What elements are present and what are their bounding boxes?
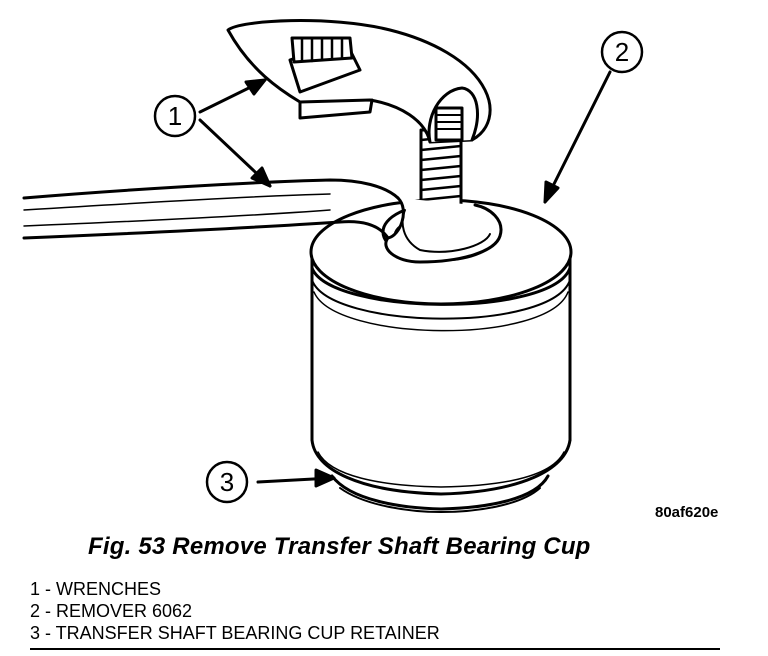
callout-3-leader [256, 468, 336, 488]
legend-item: 1 - WRENCHES [30, 579, 162, 599]
callout-2: 2 [600, 30, 644, 74]
legend-item: 3 - TRANSFER SHAFT BEARING CUP RETAINER [30, 623, 440, 643]
callout-3: 3 [205, 460, 249, 504]
callout-1-number: 1 [168, 101, 182, 131]
legend-list: 1 - WRENCHES 2 - REMOVER 6062 3 - TRANSF… [30, 578, 440, 644]
callout-1-leaders [198, 78, 272, 188]
callout-2-leader [543, 70, 612, 204]
technical-illustration: 1 2 3 [22, 19, 644, 513]
bottom-rule [30, 648, 720, 650]
legend-item: 2 - REMOVER 6062 [30, 601, 193, 621]
figure-code: 80af620e [655, 504, 719, 521]
figure-caption: Fig. 53 Remove Transfer Shaft Bearing Cu… [88, 533, 591, 560]
callout-2-number: 2 [615, 37, 629, 67]
callout-3-number: 3 [220, 467, 234, 497]
open-end-wrench [22, 178, 503, 264]
callout-1: 1 [153, 94, 197, 138]
adjustable-wrench [226, 19, 492, 144]
